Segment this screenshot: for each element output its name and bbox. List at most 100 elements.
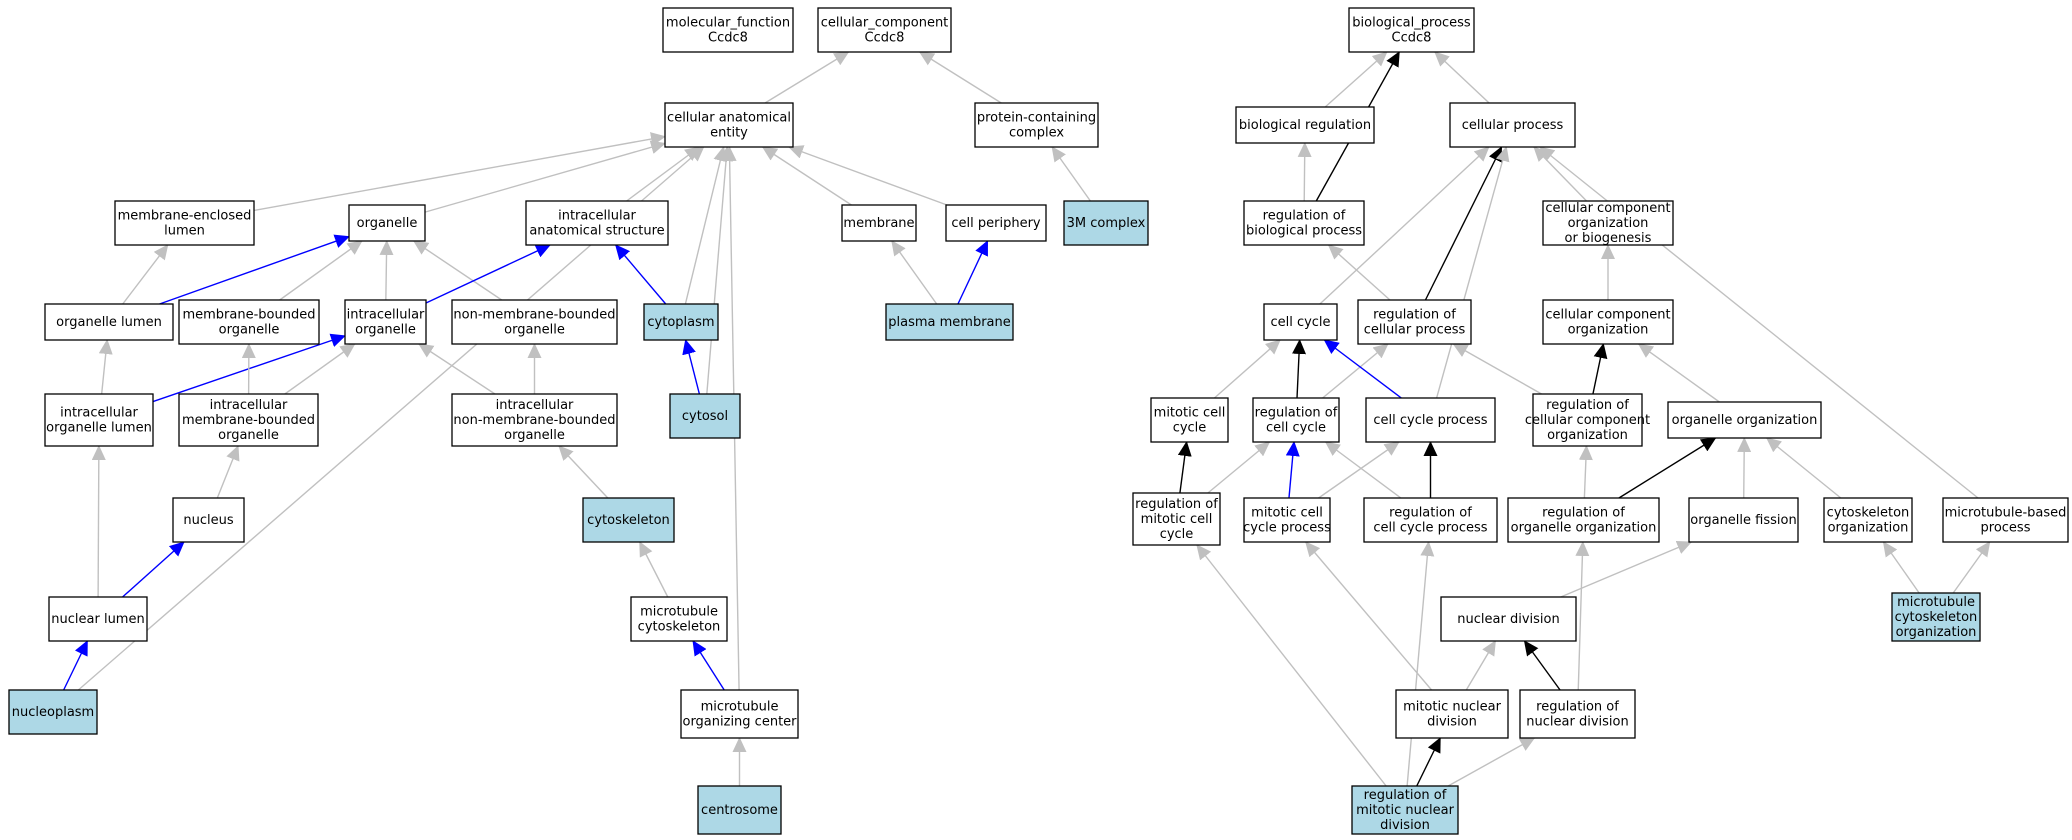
edge-is-a-ccob-to-cp bbox=[1533, 146, 1588, 202]
term-box bbox=[44, 393, 154, 447]
term-box bbox=[178, 299, 320, 345]
term-box bbox=[1942, 497, 2069, 543]
term-label-line: centrosome bbox=[701, 803, 778, 818]
term-node-cper[interactable]: cell periphery bbox=[945, 204, 1047, 242]
edges-layer bbox=[63, 51, 1991, 787]
term-label-line: biological_process bbox=[1352, 16, 1471, 31]
term-box bbox=[817, 7, 952, 53]
edge-is-a-nucleus-to-imbo bbox=[216, 445, 240, 499]
term-node-mem[interactable]: membrane bbox=[841, 204, 917, 242]
term-node-cent[interactable]: centrosome bbox=[697, 785, 782, 835]
term-label-line: cytoplasm bbox=[647, 315, 714, 330]
term-label-line: complex bbox=[1009, 126, 1064, 141]
edge-part-of-ol-to-org bbox=[159, 234, 350, 305]
term-box bbox=[1263, 303, 1338, 341]
term-box bbox=[1891, 592, 1981, 642]
edge-is-a-imbo-to-io bbox=[284, 343, 356, 395]
edge-is-a-pm-to-mem bbox=[891, 240, 938, 305]
term-label-line: cellular component bbox=[1545, 201, 1670, 216]
term-label-line: cytoskeleton bbox=[638, 620, 721, 635]
term-node-cytosol[interactable]: cytosol bbox=[669, 393, 741, 439]
term-box bbox=[885, 303, 1014, 341]
term-node-cyto[interactable]: cytoplasm bbox=[643, 303, 719, 341]
term-node-ol[interactable]: organelle lumen bbox=[44, 303, 174, 341]
term-box bbox=[1667, 401, 1822, 439]
term-label-line: regulation of bbox=[1263, 209, 1346, 224]
term-node-pm[interactable]: plasma membrane bbox=[885, 303, 1014, 341]
edge-is-a-ol-to-mel bbox=[122, 244, 169, 305]
term-label-line: organelle organization bbox=[1511, 521, 1657, 536]
term-box bbox=[1243, 200, 1365, 246]
term-node-nucleus[interactable]: nucleus bbox=[172, 497, 245, 543]
edge-is-a-mcso-to-mbp bbox=[1952, 541, 1991, 594]
term-node-nl[interactable]: nuclear lumen bbox=[48, 596, 148, 642]
term-label-line: microtubule bbox=[640, 605, 718, 620]
term-box bbox=[1063, 200, 1149, 246]
term-box bbox=[1357, 299, 1472, 345]
edge-regulates-rcc-to-cc2 bbox=[1292, 339, 1307, 399]
term-label-line: plasma membrane bbox=[888, 315, 1011, 330]
term-node-nd[interactable]: nuclear division bbox=[1440, 596, 1577, 642]
term-box bbox=[1150, 397, 1229, 443]
edge-part-of-np-to-nl bbox=[63, 640, 88, 691]
edge-is-a-rmnd-to-rmcc bbox=[1196, 544, 1387, 787]
term-box bbox=[48, 596, 148, 642]
term-node-3m[interactable]: 3M complex bbox=[1063, 200, 1149, 246]
term-node-breg[interactable]: biological regulation bbox=[1235, 106, 1375, 144]
term-node-org[interactable]: organelle bbox=[348, 204, 426, 242]
term-box bbox=[1243, 497, 1331, 543]
term-label-line: cell periphery bbox=[951, 216, 1041, 231]
term-node-ccp[interactable]: cell cycle process bbox=[1365, 397, 1496, 443]
term-node-cc2[interactable]: cell cycle bbox=[1263, 303, 1338, 341]
term-label-line: intracellular bbox=[60, 406, 138, 421]
term-node-cytosk[interactable]: cytoskeleton bbox=[582, 497, 675, 543]
edge-part-of-mccp-to-rcc bbox=[1285, 441, 1300, 499]
term-label-line: Ccdc8 bbox=[708, 31, 748, 46]
term-node-oo[interactable]: organelle organization bbox=[1667, 401, 1822, 439]
term-label-line: intracellular bbox=[210, 398, 288, 413]
edge-is-a-cc2-to-cp bbox=[1319, 146, 1490, 305]
term-label-line: nuclear lumen bbox=[51, 612, 144, 627]
term-node-of[interactable]: organelle fission bbox=[1688, 497, 1799, 543]
term-label-line: process bbox=[1981, 521, 2031, 536]
term-box bbox=[172, 497, 245, 543]
edge-part-of-ccp-to-cc2 bbox=[1323, 339, 1402, 399]
term-node-inmbo[interactable]: intracellularnon-membrane-boundedorganel… bbox=[451, 393, 618, 447]
edge-is-a-mnd-to-nd bbox=[1465, 640, 1497, 691]
term-node-np[interactable]: nucleoplasm bbox=[8, 689, 98, 735]
term-label-line: cycle bbox=[1160, 527, 1194, 542]
term-node-cp[interactable]: cellular process bbox=[1449, 102, 1576, 148]
edge-is-a-cp-to-bp bbox=[1434, 51, 1490, 104]
